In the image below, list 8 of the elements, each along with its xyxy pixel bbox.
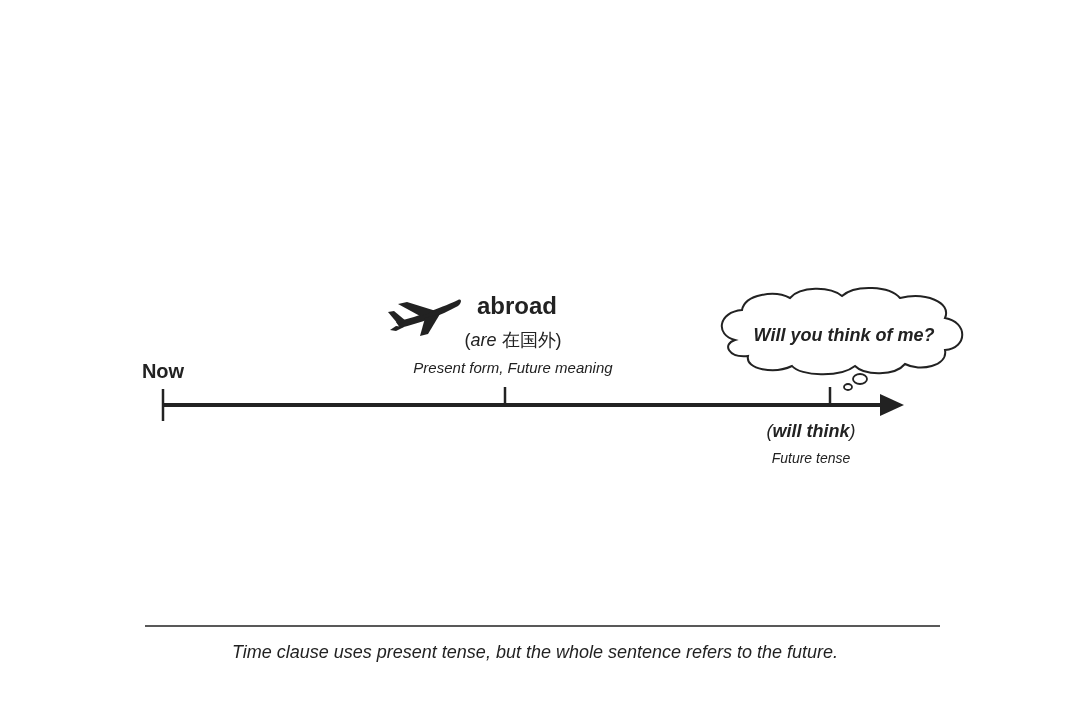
form-note: Present form, Future meaning (413, 359, 613, 377)
tense-note: Future tense (771, 449, 851, 467)
caption: Time clause uses present tense, but the whole sentence refers to the future. (231, 641, 839, 663)
word-label: abroad (477, 292, 557, 320)
verb-note: (will think) (766, 420, 856, 442)
thought-text: Will you think of me? (753, 324, 935, 346)
time-label: Now (141, 359, 185, 383)
verb-note: (are 在国外) (464, 329, 562, 351)
